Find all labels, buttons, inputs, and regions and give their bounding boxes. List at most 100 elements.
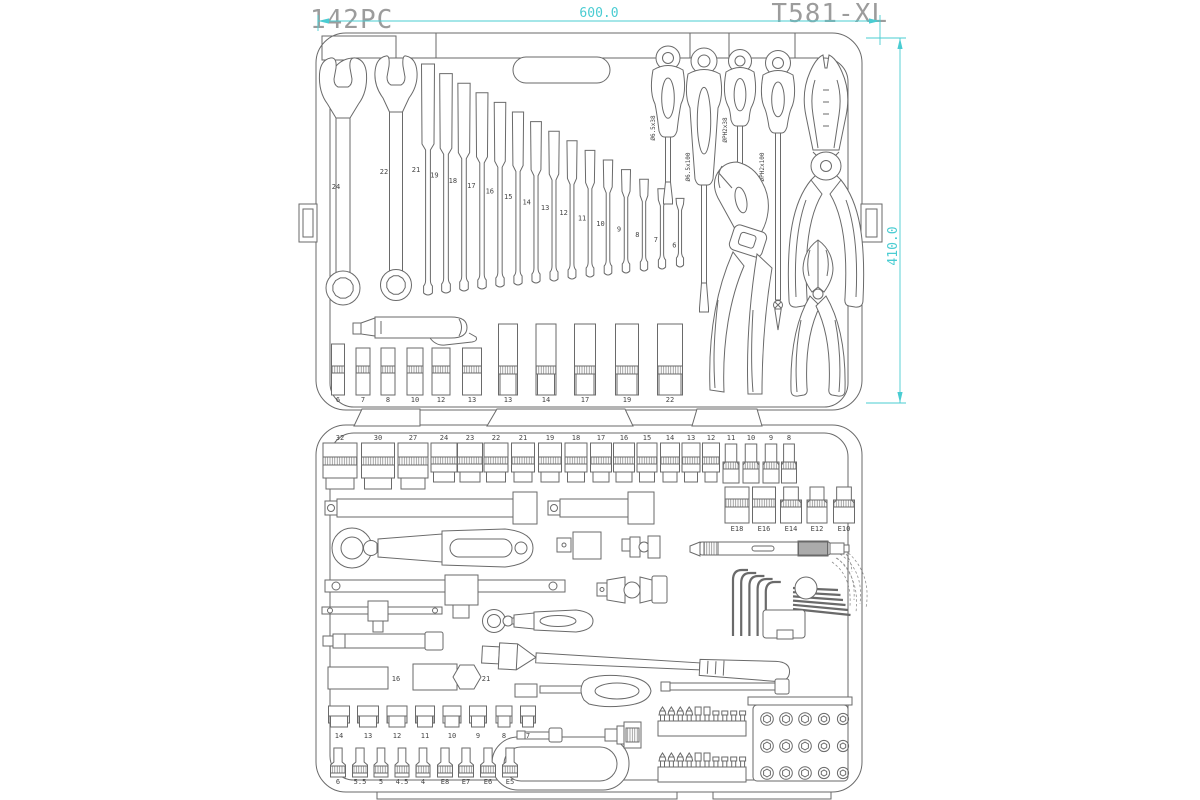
flat-wrench-11: 11 <box>578 149 596 278</box>
socket-14: 14 <box>328 705 350 740</box>
svg-text:Ø6.5x38: Ø6.5x38 <box>650 115 657 141</box>
svg-text:12: 12 <box>559 209 567 217</box>
svg-text:ØPH2x100: ØPH2x100 <box>759 152 766 181</box>
svg-text:21: 21 <box>412 166 420 174</box>
socket-9: 9 <box>469 705 487 740</box>
svg-text:E5: E5 <box>506 778 514 786</box>
socket-E7: E7 <box>458 747 474 786</box>
svg-text:10: 10 <box>411 396 419 404</box>
svg-text:E12: E12 <box>811 525 824 533</box>
deep-socket-14: 14 <box>535 323 557 404</box>
flat-wrench-12: 12 <box>559 140 578 280</box>
socket-19: 19 <box>538 434 562 483</box>
svg-text:ØPH2x38: ØPH2x38 <box>722 117 729 143</box>
slotted-screwdriver: Ø6.5x100 <box>685 47 723 313</box>
flat-wrench-14: 14 <box>522 121 542 284</box>
socket-E8: E8 <box>437 747 453 786</box>
socket-16: 16 <box>613 434 635 483</box>
socket-adapter <box>556 531 602 560</box>
socket-E10: E10 <box>833 486 855 533</box>
flat-wrench-9: 9 <box>617 169 632 274</box>
combination-wrench-22: 22 <box>374 55 418 301</box>
socket-18: 18 <box>564 434 588 483</box>
svg-text:10: 10 <box>596 220 604 228</box>
combination-pliers <box>787 54 865 308</box>
socket-10: 10 <box>442 705 462 740</box>
svg-text:13: 13 <box>541 204 549 212</box>
svg-text:30: 30 <box>374 434 382 442</box>
deep-socket-19: 19 <box>615 323 639 404</box>
socket-15: 15 <box>636 434 658 483</box>
case-foot <box>376 791 678 800</box>
svg-text:E14: E14 <box>785 525 798 533</box>
e-socket-row: E18 E16 E14 E12 E10 <box>724 486 855 533</box>
svg-text:21: 21 <box>482 675 490 683</box>
socket-E14: E14 <box>780 486 802 533</box>
svg-text:16: 16 <box>620 434 628 442</box>
case-foot <box>712 791 832 800</box>
socket-24: 24 <box>430 434 458 483</box>
svg-text:14: 14 <box>335 732 343 740</box>
svg-text:18: 18 <box>449 177 457 185</box>
socket-5.5: 5.5 <box>352 747 368 786</box>
svg-text:E16: E16 <box>758 525 771 533</box>
flat-wrench-10: 10 <box>596 159 614 276</box>
svg-text:11: 11 <box>421 732 429 740</box>
svg-text:8: 8 <box>787 434 791 442</box>
svg-text:8: 8 <box>635 231 639 239</box>
sliding-bar-small <box>321 600 443 633</box>
spinner-handle <box>539 674 652 708</box>
deep-socket-22: 22 <box>657 323 683 404</box>
top-case-handle-cutout <box>512 56 611 84</box>
svg-text:8: 8 <box>386 396 390 404</box>
svg-text:15: 15 <box>504 193 512 201</box>
svg-text:32: 32 <box>336 434 344 442</box>
svg-text:24: 24 <box>440 434 448 442</box>
svg-text:14: 14 <box>542 396 550 404</box>
svg-text:21: 21 <box>519 434 527 442</box>
flat-wrench-6: 6 <box>672 197 685 268</box>
svg-text:E18: E18 <box>731 525 744 533</box>
svg-text:16: 16 <box>486 188 494 196</box>
socket-5: 5 <box>373 747 389 786</box>
extension-bar-medium <box>547 491 655 525</box>
flat-wrench-15: 15 <box>504 111 525 286</box>
svg-text:27: 27 <box>409 434 417 442</box>
svg-text:22: 22 <box>380 168 388 176</box>
svg-text:12: 12 <box>707 434 715 442</box>
socket-23: 23 <box>457 434 483 483</box>
bit-rail-2 <box>657 752 747 783</box>
bit-rail-1 <box>657 706 747 737</box>
socket-7: 7 <box>520 705 536 740</box>
combination-wrench-24: 24 <box>318 57 368 306</box>
svg-text:6: 6 <box>336 396 340 404</box>
flat-wrench-17: 17 <box>467 92 489 290</box>
svg-text:4.5: 4.5 <box>396 778 409 786</box>
bottom-handle-cutout <box>503 746 618 782</box>
svg-text:19: 19 <box>623 396 631 404</box>
large-combination-wrenches: 24 22 <box>318 55 418 306</box>
socket-11: 11 <box>722 434 740 484</box>
bit-socket-plate <box>747 696 853 782</box>
svg-text:5.5: 5.5 <box>354 778 367 786</box>
socket-E16: E16 <box>752 486 776 533</box>
svg-text:11: 11 <box>578 215 586 223</box>
sliding-t-bar <box>324 574 566 619</box>
svg-text:13: 13 <box>504 396 512 404</box>
svg-text:Ø6.5x100: Ø6.5x100 <box>685 152 692 181</box>
flat-wrench-13: 13 <box>541 130 560 282</box>
svg-text:9: 9 <box>617 225 621 233</box>
svg-text:13: 13 <box>687 434 695 442</box>
socket-13: 13 <box>357 705 379 740</box>
quarter-extension <box>516 727 563 743</box>
socket-8: 8 <box>380 347 396 404</box>
svg-text:6: 6 <box>336 778 340 786</box>
flat-wrench-8: 8 <box>635 178 649 272</box>
svg-text:6: 6 <box>672 242 676 250</box>
socket-17: 17 <box>590 434 612 483</box>
